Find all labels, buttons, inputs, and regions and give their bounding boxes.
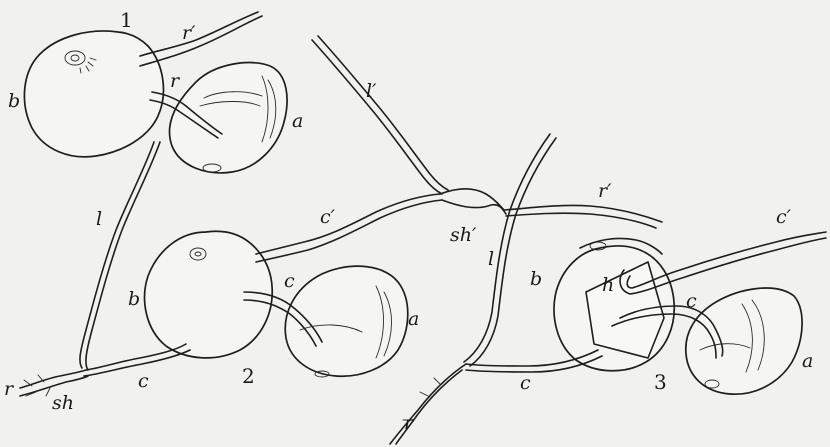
group-1-label-b: b bbox=[8, 92, 20, 111]
group-2-label-a: a bbox=[408, 310, 419, 329]
group-2-body-a bbox=[285, 266, 408, 376]
group-1-label-a: a bbox=[292, 112, 303, 131]
stem-l-left bbox=[80, 142, 160, 370]
group-3-label-r: r bbox=[404, 414, 413, 433]
group-1-body-b bbox=[24, 31, 163, 157]
group-3-number: 3 bbox=[654, 372, 667, 392]
center-label-r-prime: r′ bbox=[598, 182, 611, 201]
group-2-label-r: r bbox=[4, 380, 13, 399]
group-2-number: 2 bbox=[242, 366, 255, 386]
center-stem-l-prime bbox=[312, 40, 442, 194]
group-3-body-a bbox=[686, 288, 802, 394]
group-2-label-c: c bbox=[284, 272, 295, 291]
group-2-label-c-prime: c′ bbox=[320, 208, 335, 227]
group-1-number: 1 bbox=[120, 10, 133, 30]
group-2-label-b: b bbox=[128, 290, 140, 309]
group-1-label-r: r bbox=[170, 72, 179, 91]
group-2-body-b bbox=[145, 231, 273, 358]
group-2-stem-c-prime bbox=[256, 194, 440, 254]
group-2-label-l: l bbox=[96, 210, 102, 229]
group-3-label-b: b bbox=[530, 270, 542, 289]
group-3-stem-l bbox=[470, 138, 556, 366]
group-3-label-l: l bbox=[488, 250, 494, 269]
group-2-label-sh: sh bbox=[52, 394, 74, 413]
group-3-label-c-lower: c bbox=[520, 374, 531, 393]
group-1-root-r-prime bbox=[140, 12, 258, 56]
group-1-drawing bbox=[24, 12, 287, 173]
center-label-l-prime: l′ bbox=[366, 82, 376, 101]
group-1-label-r-prime: r′ bbox=[182, 24, 195, 43]
center-label-sh-prime: sh′ bbox=[450, 226, 476, 245]
group-3-label-h: h bbox=[602, 276, 614, 295]
group-3-label-a: a bbox=[802, 352, 813, 371]
group-3-drawing bbox=[390, 232, 826, 444]
group-2-drawing bbox=[20, 194, 442, 396]
group-2-label-c-lower: c bbox=[138, 372, 149, 391]
group-3-label-c: c bbox=[686, 292, 697, 311]
group-3-label-c-prime: c′ bbox=[776, 208, 791, 227]
